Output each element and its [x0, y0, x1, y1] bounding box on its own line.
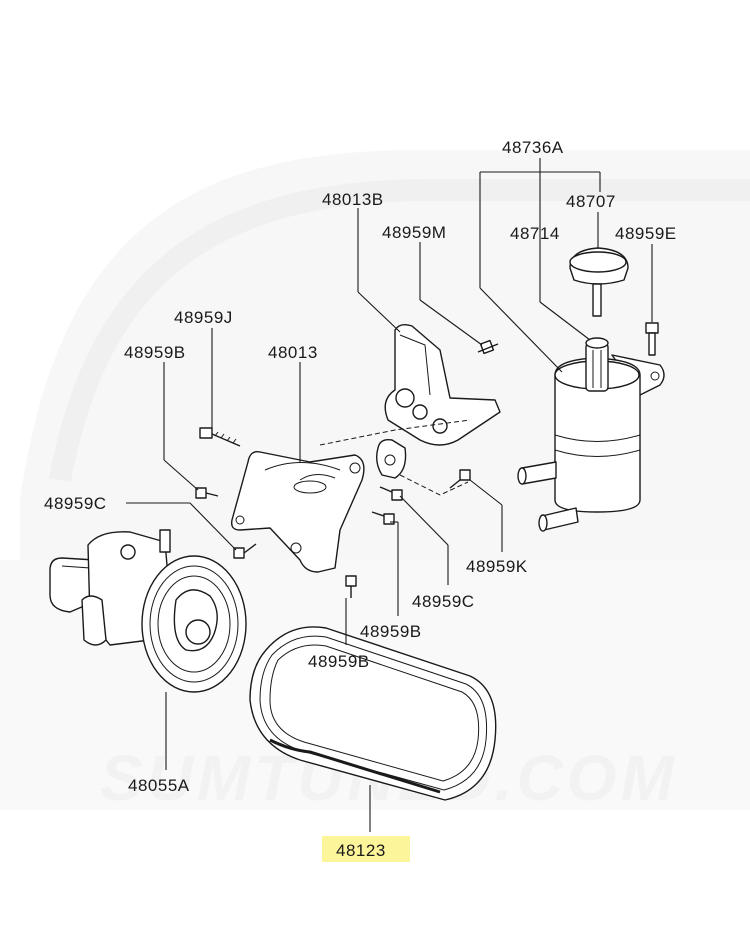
power-steering-pump [49, 529, 247, 693]
label-reservoir-bolt: 48959E [615, 224, 677, 243]
bolt-b-lower [345, 575, 357, 598]
label-reservoir-assembly: 48736A [502, 138, 564, 157]
leader-lines [126, 158, 653, 832]
bolt-b-right [371, 511, 395, 525]
bracket-alignment-dash-2 [399, 474, 469, 496]
label-filter: 48714 [510, 224, 560, 243]
label-stud-j: 48959J [174, 308, 233, 327]
label-bracket-upper: 48013B [322, 190, 384, 209]
label-belt: 48123 [336, 841, 386, 860]
bolt-c-right [379, 486, 403, 501]
filter-strainer [585, 337, 609, 392]
bolt-c-left [233, 543, 257, 559]
drive-belt [249, 626, 497, 801]
belt-label-highlight [322, 836, 410, 862]
label-bolt-b-right: 48959B [360, 622, 422, 641]
reservoir-cap [569, 247, 629, 317]
bracket-bolt-m [477, 339, 499, 355]
label-bolt-c-right: 48959C [412, 592, 475, 611]
label-bolt-c-left: 48959C [44, 494, 107, 513]
label-bolt-b-left: 48959B [124, 343, 186, 362]
bolt-b-left [195, 487, 219, 499]
upper-bracket [375, 323, 501, 479]
label-bracket-upper-bolt: 48959M [382, 223, 446, 242]
label-bracket-main: 48013 [268, 343, 318, 362]
label-bolt-k: 48959K [466, 557, 528, 576]
bracket-alignment-dash [319, 419, 471, 446]
label-cap: 48707 [566, 192, 616, 211]
stud-j [199, 427, 241, 447]
label-bolt-b-lower: 48959B [308, 652, 370, 671]
bolt-k [449, 469, 471, 489]
reservoir-bolt-e [645, 322, 659, 356]
main-bracket [230, 451, 365, 573]
label-pump: 48055A [128, 776, 190, 795]
